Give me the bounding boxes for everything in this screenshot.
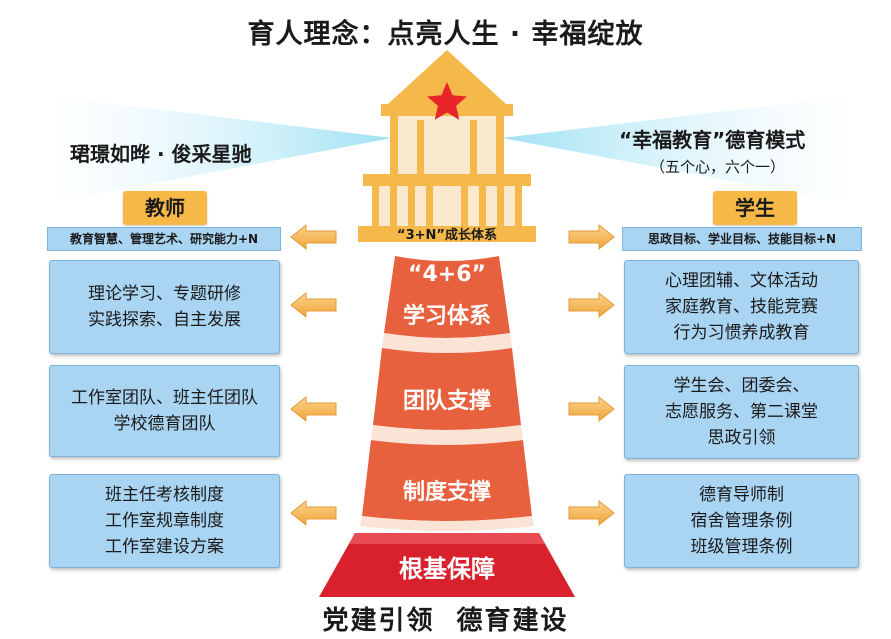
base-label: 根基保障 (399, 555, 495, 583)
box-line: 工作室建设方案 (105, 537, 224, 557)
teacher-box-team: 工作室团队、班主任团队 学校德育团队 (49, 365, 280, 457)
arrow-left-icon (290, 223, 337, 251)
lighthouse-gallery-top (363, 174, 531, 186)
student-strip: 思政目标、学业目标、技能目标+N (622, 227, 862, 251)
arrow-right-icon (568, 395, 615, 423)
arrow-left-icon (290, 499, 337, 527)
box-line: 班主任考核制度 (105, 485, 224, 505)
box-line: 学校德育团队 (113, 414, 216, 434)
star-icon (427, 82, 467, 120)
arrow-right-icon (568, 223, 615, 251)
box-line: 心理团辅、文体活动 (665, 271, 818, 291)
box-line: 理论学习、专题研修 (88, 284, 241, 304)
arrow-left-icon (290, 291, 337, 319)
tower-tier-3 (362, 440, 532, 521)
right-slogan: “幸福教育”德育模式 (619, 128, 806, 152)
left-slogan: 珺璟如晔 · 俊采星驰 (70, 142, 252, 166)
box-line: 班级管理条例 (690, 537, 793, 557)
tower-base (319, 533, 575, 597)
tier1-subtitle: 学习体系 (402, 304, 491, 329)
gallery-label: “3+N”成长体系 (397, 228, 497, 243)
right-subtitle: （五个心，六个一） (650, 158, 786, 176)
arrow-left-icon (290, 395, 337, 423)
tower-tier-2 (373, 348, 521, 430)
student-box-activities: 心理团辅、文体活动 家庭教育、技能竞赛 行为习惯养成教育 (624, 260, 859, 354)
box-line: 行为习惯养成教育 (673, 323, 810, 343)
page-title: 育人理念：点亮人生 · 幸福绽放 (247, 19, 644, 50)
lighthouse-roof (388, 50, 506, 104)
light-beam-right (502, 95, 860, 205)
arrow-left-group (290, 223, 337, 527)
student-box-rules: 德育导师制 宿舍管理条例 班级管理条例 (624, 474, 859, 568)
box-line: 工作室规章制度 (105, 511, 224, 531)
teacher-strip: 教育智慧、管理艺术、研究能力+N (47, 227, 281, 251)
arrow-right-group (568, 223, 615, 527)
lighthouse-lantern (390, 116, 504, 174)
box-line: 实践探索、自主发展 (88, 310, 241, 330)
box-line: 德育导师制 (699, 485, 784, 505)
lighthouse-gallery-base (358, 226, 536, 242)
box-line: 志愿服务、第二课堂 (665, 402, 818, 422)
tier3-label: 制度支撑 (402, 480, 491, 505)
box-line: 学生会、团委会、 (673, 376, 810, 396)
box-line: 思政引领 (707, 428, 776, 448)
bottom-slogan: 党建引领 德育建设 (322, 606, 569, 636)
box-line: 宿舍管理条例 (690, 511, 793, 531)
teacher-box-system: 班主任考核制度 工作室规章制度 工作室建设方案 (49, 474, 280, 568)
light-beam-left (40, 95, 392, 205)
teacher-label: 教师 (123, 191, 207, 225)
arrow-right-icon (568, 291, 615, 319)
box-line: 家庭教育、技能竞赛 (665, 297, 818, 317)
student-label: 学生 (713, 191, 797, 225)
arrow-right-icon (568, 499, 615, 527)
tier2-label: 团队支撑 (402, 389, 491, 414)
box-line: 工作室团队、班主任团队 (71, 388, 258, 408)
tower-tier-1 (384, 256, 510, 338)
student-box-organizations: 学生会、团委会、 志愿服务、第二课堂 思政引领 (624, 365, 859, 459)
teacher-box-learning: 理论学习、专题研修 实践探索、自主发展 (49, 260, 280, 354)
tier1-title: “4+6” (408, 262, 486, 287)
